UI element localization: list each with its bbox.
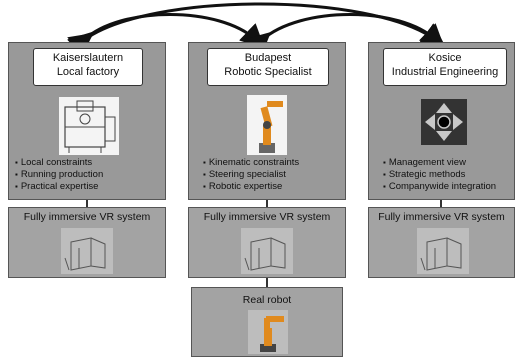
bullet-item: Running production bbox=[15, 169, 103, 181]
real-robot-panel: Real robot bbox=[191, 287, 343, 357]
bullet-item: Robotic expertise bbox=[203, 181, 299, 193]
connection-arrows bbox=[67, 2, 446, 57]
bullet-item: Kinematic constraints bbox=[203, 157, 299, 169]
site-role: Local factory bbox=[56, 66, 120, 78]
vr-system-label: Fully immersive VR system bbox=[203, 211, 331, 223]
vr-cave-image bbox=[417, 228, 469, 274]
bullet-item: Steering specialist bbox=[203, 169, 299, 181]
vr-cave-image bbox=[241, 228, 293, 274]
site-city: Kaiserslautern bbox=[52, 52, 124, 64]
real-robot-image bbox=[248, 310, 288, 354]
vr-cave-image bbox=[61, 228, 113, 274]
vr-panel-kosice: Fully immersive VR system bbox=[368, 207, 515, 278]
industrial-robot-image bbox=[247, 95, 287, 155]
site-title-kosice: Kosice Industrial Engineering bbox=[383, 48, 507, 86]
bullet-item: Practical expertise bbox=[15, 181, 103, 193]
connector-line bbox=[440, 200, 442, 208]
arrow-kl-kosice bbox=[67, 2, 446, 57]
real-robot-label: Real robot bbox=[242, 294, 292, 306]
vr-panel-kaiserslautern: Fully immersive VR system bbox=[8, 207, 166, 278]
site-role: Robotic Specialist bbox=[224, 66, 312, 78]
bullet-list-budapest: Kinematic constraints Steering specialis… bbox=[203, 157, 299, 193]
site-panel-budapest: Budapest Robotic Specialist Kinematic co… bbox=[188, 42, 346, 200]
site-city: Budapest bbox=[244, 52, 292, 64]
bullet-list-kaiserslautern: Local constraints Running production Pra… bbox=[15, 157, 103, 193]
bullet-item: Strategic methods bbox=[383, 169, 496, 181]
vr-system-label: Fully immersive VR system bbox=[23, 211, 151, 223]
bullet-item: Local constraints bbox=[15, 157, 103, 169]
connector-line bbox=[86, 200, 88, 208]
site-title-budapest: Budapest Robotic Specialist bbox=[207, 48, 329, 86]
site-city: Kosice bbox=[428, 52, 462, 64]
site-panel-kosice: Kosice Industrial Engineering Management… bbox=[368, 42, 515, 200]
connector-line bbox=[266, 278, 268, 288]
connector-line bbox=[266, 200, 268, 208]
vr-system-label: Fully immersive VR system bbox=[378, 211, 505, 223]
vr-panel-budapest: Fully immersive VR system bbox=[188, 207, 346, 278]
bullet-list-kosice: Management view Strategic methods Compan… bbox=[383, 157, 496, 193]
bullet-item: Companywide integration bbox=[383, 181, 496, 193]
site-panel-kaiserslautern: Kaiserslautern Local factory Local const… bbox=[8, 42, 166, 200]
site-role: Industrial Engineering bbox=[391, 66, 499, 78]
factory-machine-image bbox=[59, 97, 119, 155]
site-title-kaiserslautern: Kaiserslautern Local factory bbox=[33, 48, 143, 86]
convergence-arrows-icon bbox=[421, 99, 467, 145]
bullet-item: Management view bbox=[383, 157, 496, 169]
